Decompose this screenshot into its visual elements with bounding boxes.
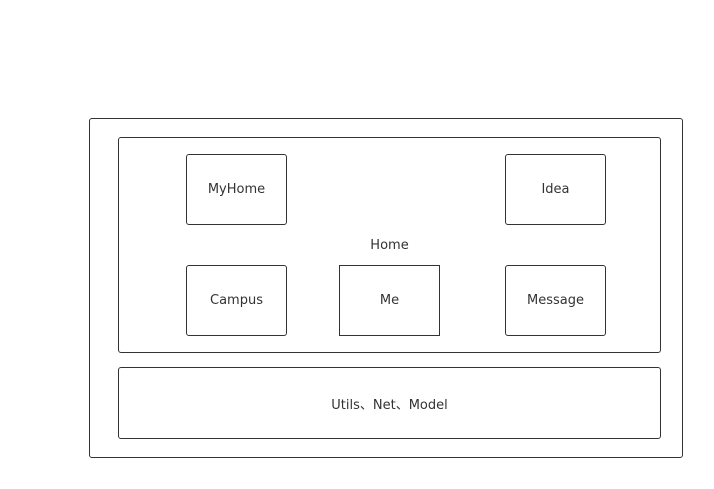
module-idea: Idea — [505, 154, 606, 225]
module-message-label: Message — [527, 293, 584, 308]
module-campus: Campus — [186, 265, 287, 336]
module-campus-label: Campus — [210, 293, 263, 308]
home-layer-label: Home — [370, 238, 409, 253]
module-myhome: MyHome — [186, 154, 287, 225]
module-me-label: Me — [379, 293, 400, 308]
module-myhome-label: MyHome — [207, 182, 266, 197]
module-me: Me — [339, 265, 440, 336]
module-idea-label: Idea — [541, 182, 570, 197]
base-layer-label: Utils、Net、Model — [331, 397, 448, 413]
module-message: Message — [505, 265, 606, 336]
base-layer: Utils、Net、Model — [118, 367, 661, 439]
